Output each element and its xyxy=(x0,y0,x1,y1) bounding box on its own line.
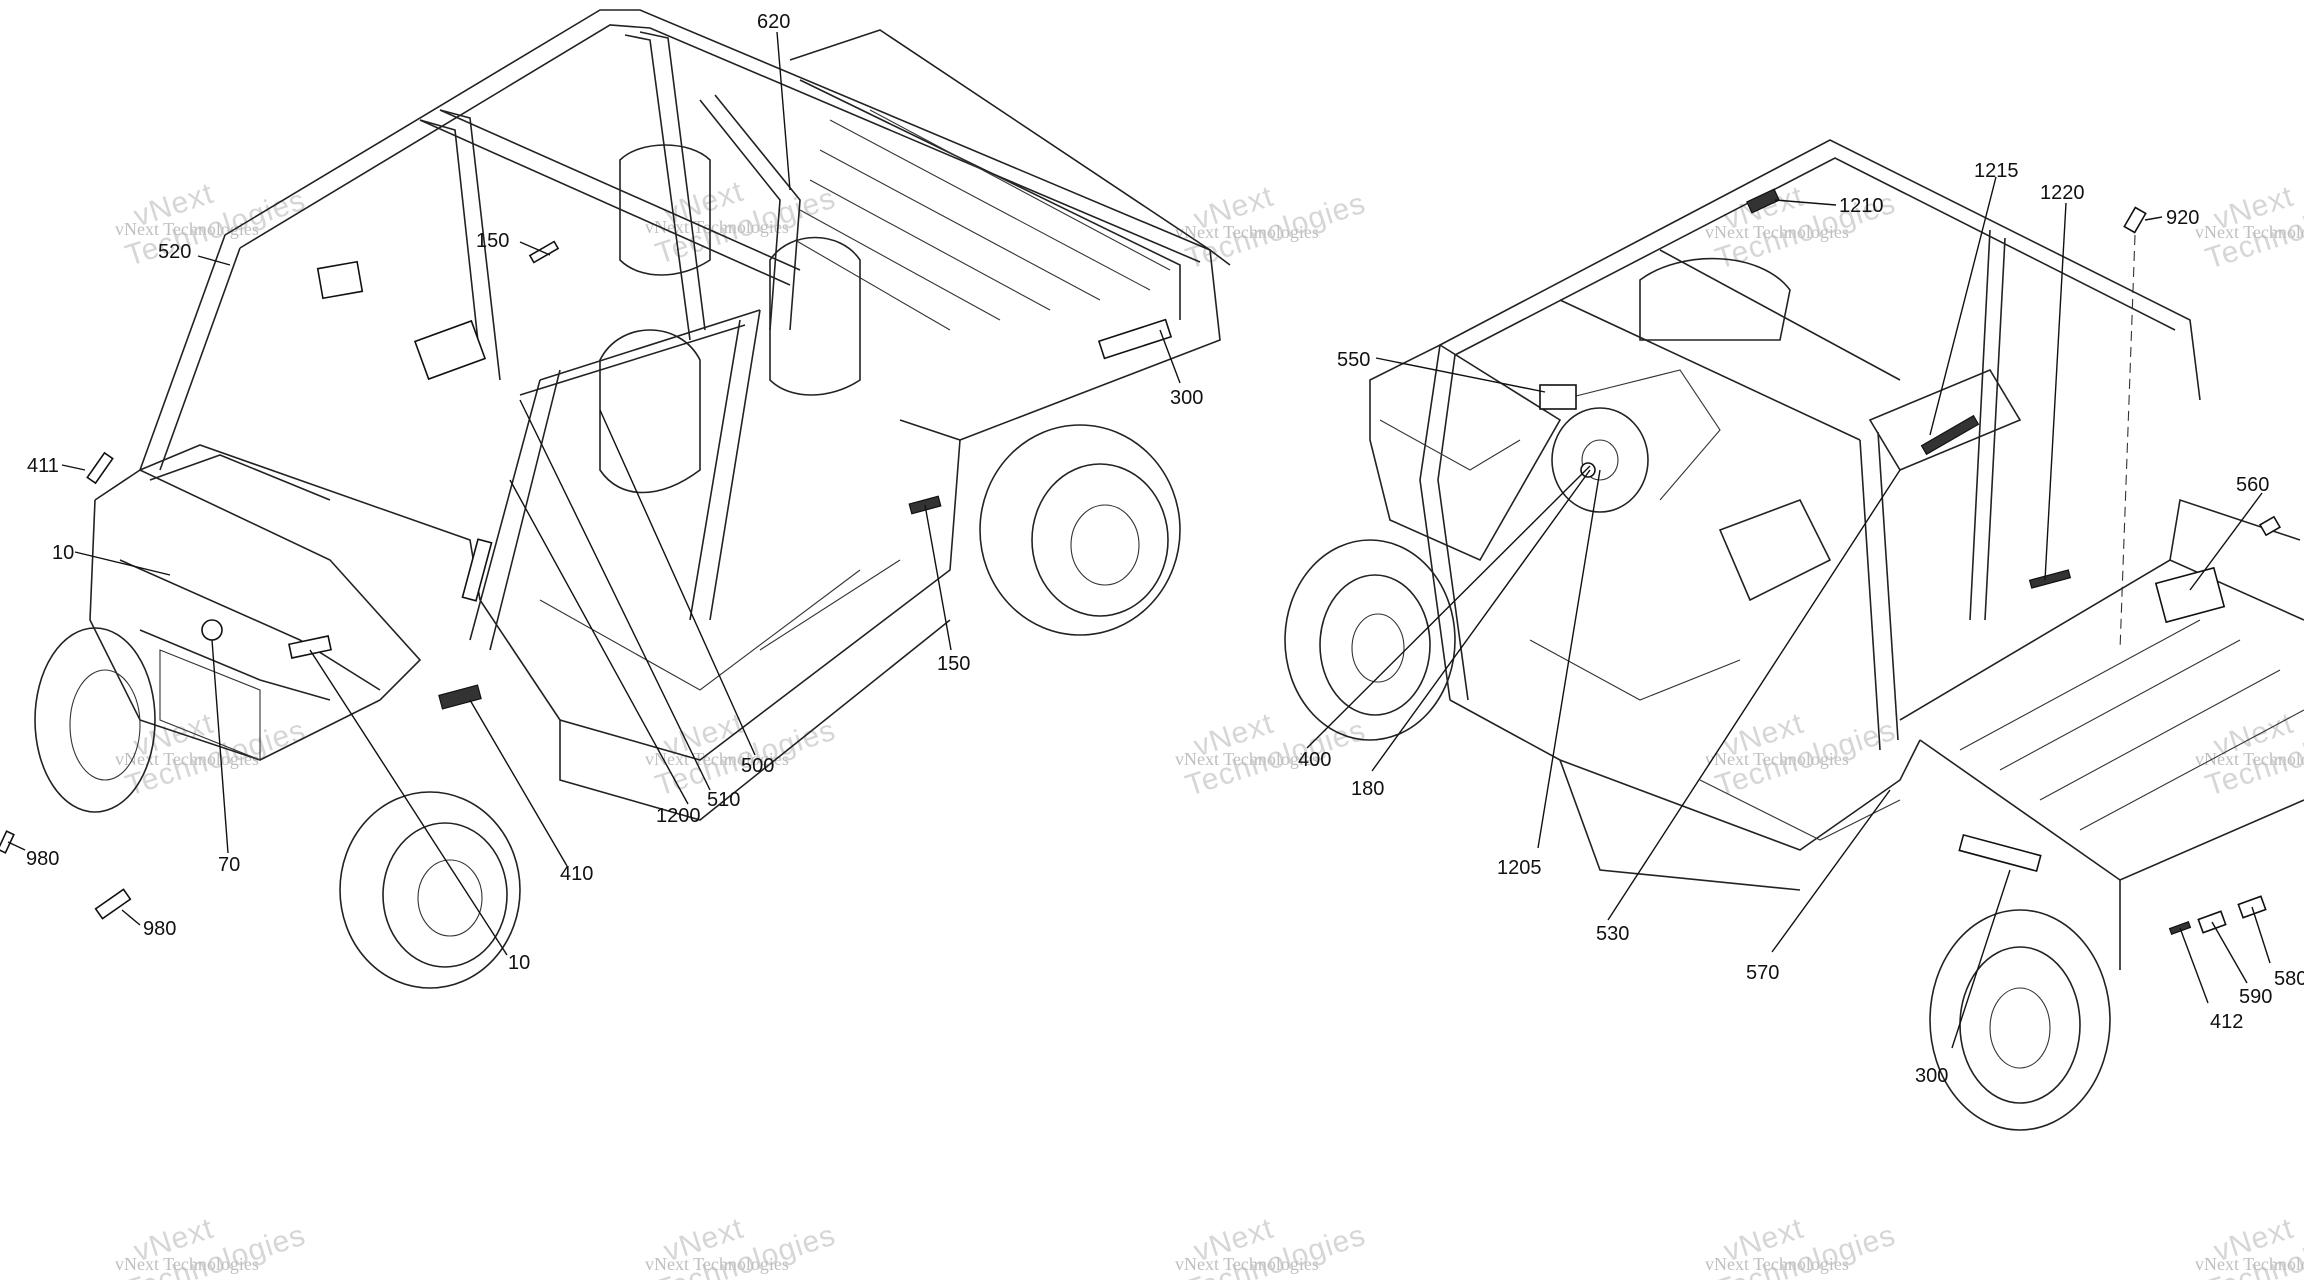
watermark-line: vNext Technologies xyxy=(1705,1254,1849,1274)
callout-500: 500 xyxy=(741,755,774,777)
callout-10: 10 xyxy=(508,952,530,974)
callout-510: 510 xyxy=(707,789,740,811)
watermark-line: vNext Technologies xyxy=(2195,749,2304,769)
watermark-line: vNext Technologies xyxy=(115,219,259,239)
callout-70: 70 xyxy=(218,854,240,876)
watermark-line: vNext Technologies xyxy=(1175,749,1319,769)
callout-560: 560 xyxy=(2236,474,2269,496)
loose-decal-parts-left xyxy=(0,240,560,920)
callout-labels: 620 150 520 411 10 300 150 500 510 1200 … xyxy=(26,11,2304,1087)
watermark-line: vNext Technologies xyxy=(2195,1254,2304,1274)
left-vehicle-drawing xyxy=(34,9,1231,989)
leader-lines xyxy=(7,31,2271,1049)
callout-1215: 1215 xyxy=(1974,160,2019,182)
callout-980: 980 xyxy=(26,848,59,870)
callout-980: 980 xyxy=(143,918,176,940)
watermark-line: vNext Technologies xyxy=(1705,222,1849,242)
callout-300: 300 xyxy=(1915,1065,1948,1087)
callout-180: 180 xyxy=(1351,778,1384,800)
callout-412: 412 xyxy=(2210,1011,2243,1033)
watermark-line: vNext Technologies xyxy=(645,217,789,237)
watermark-line: vNext Technologies xyxy=(1175,222,1319,242)
watermark-line: vNext Technologies xyxy=(2195,222,2304,242)
callout-520: 520 xyxy=(158,241,191,263)
loose-decal-parts-right xyxy=(2123,206,2282,537)
callout-550: 550 xyxy=(1337,349,1370,371)
watermark-line: vNext Technologies xyxy=(1175,1254,1319,1274)
callout-150: 150 xyxy=(476,230,509,252)
callout-620: 620 xyxy=(757,11,790,33)
callout-410: 410 xyxy=(560,863,593,885)
watermark-line: vNext Technologies xyxy=(115,1254,259,1274)
callout-1200: 1200 xyxy=(656,805,701,827)
callout-1220: 1220 xyxy=(2040,182,2085,204)
callout-530: 530 xyxy=(1596,923,1629,945)
callout-10: 10 xyxy=(52,542,74,564)
watermark-line: vNext Technologies xyxy=(1705,749,1849,769)
callout-580: 580 xyxy=(2274,968,2304,990)
right-vehicle-drawing xyxy=(1284,139,2304,1131)
callout-150: 150 xyxy=(937,653,970,675)
callout-1210: 1210 xyxy=(1839,195,1884,217)
callout-570: 570 xyxy=(1746,962,1779,984)
callout-1205: 1205 xyxy=(1497,857,1542,879)
callout-400: 400 xyxy=(1298,749,1331,771)
watermark-line: vNext Technologies xyxy=(645,1254,789,1274)
callout-590: 590 xyxy=(2239,986,2272,1008)
callout-300: 300 xyxy=(1170,387,1203,409)
callout-411: 411 xyxy=(27,455,59,477)
callout-920: 920 xyxy=(2166,207,2199,229)
